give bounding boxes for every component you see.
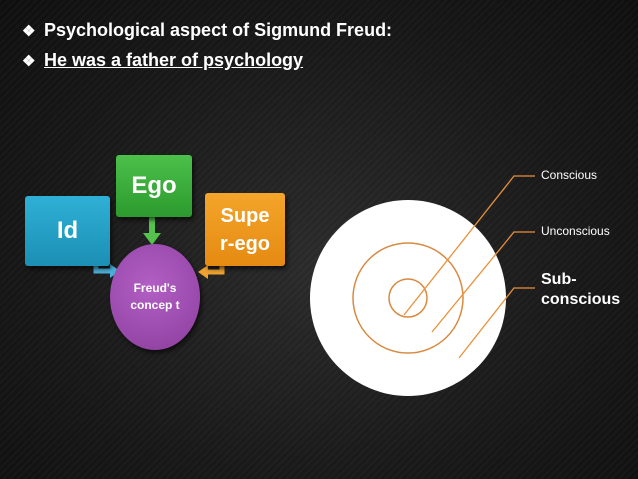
conscious-leader-line [403, 175, 535, 316]
ego-box: Ego [116, 155, 192, 217]
superego-label: Supe r-ego [220, 204, 270, 255]
subconscious-label: Sub- conscious [541, 271, 621, 308]
bullet-text-2: He was a father of psychology [44, 50, 304, 70]
diamond-bullet-icon: ❖ [22, 53, 36, 70]
freud-concept-circle: Freud's concep t [110, 244, 200, 350]
conscious-label: Conscious [541, 168, 598, 182]
id-label: Id [56, 217, 79, 244]
subconscious-leader-line [458, 287, 535, 359]
bullet-text-1: Psychological aspect of Sigmund Freud: [44, 20, 393, 40]
freud-concept-label: Freud's concep t [130, 281, 180, 312]
superego-box: Supe r-ego [205, 193, 285, 266]
unconscious-ring [352, 242, 464, 354]
unconscious-leader-line [431, 231, 535, 333]
superego-arrow [198, 265, 225, 279]
subconscious-circle [310, 200, 506, 396]
id-box: Id [25, 196, 110, 266]
ego-arrow [143, 217, 161, 245]
unconscious-label: Unconscious [541, 224, 610, 238]
ego-label: Ego [131, 172, 177, 199]
bullet-line-1: ❖ Psychological aspect of Sigmund Freud: [22, 19, 392, 43]
diamond-bullet-icon: ❖ [22, 23, 36, 40]
bullet-line-2: ❖ He was a father of psychology [22, 49, 303, 73]
conscious-ring [388, 278, 428, 318]
